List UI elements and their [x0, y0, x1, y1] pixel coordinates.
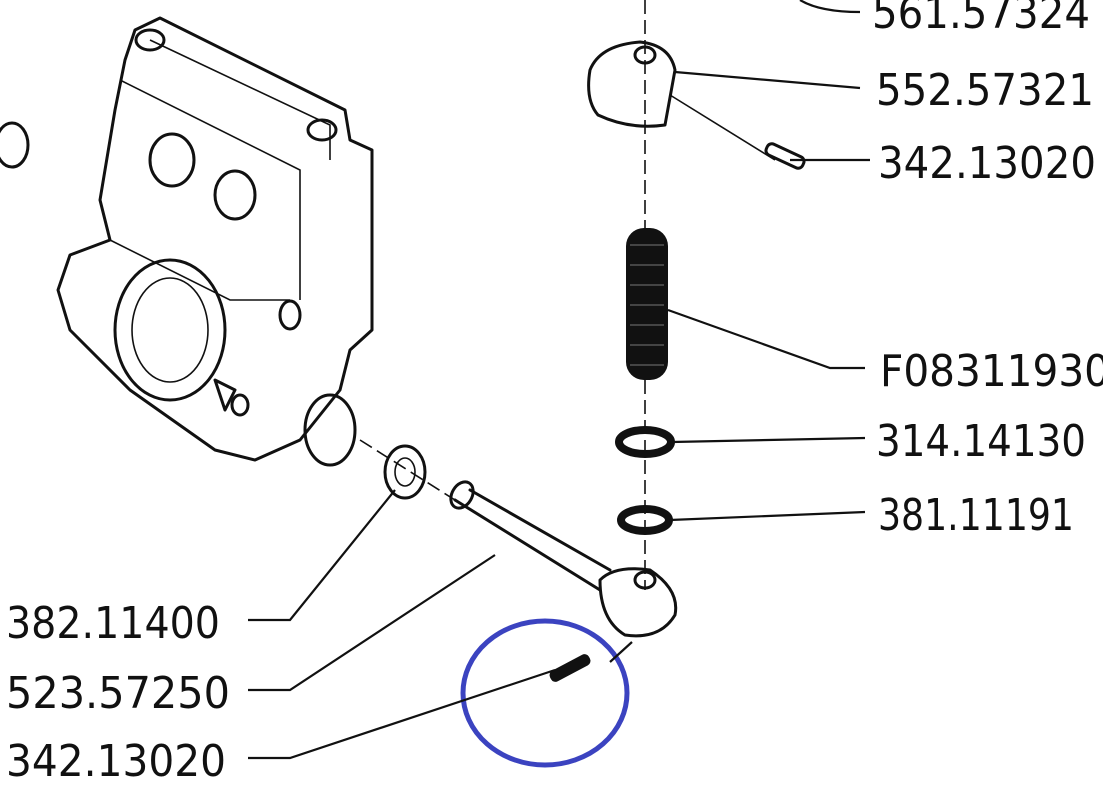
- part-label: F08311930: [880, 346, 1103, 397]
- housing-body: [56, 16, 374, 467]
- part-label: 561.57324: [872, 0, 1090, 39]
- pin-top: [764, 142, 806, 170]
- shaft-523: [449, 480, 678, 638]
- washer-381: [617, 505, 673, 535]
- seal-382: [383, 444, 427, 500]
- part-label-highlighted: 342.13020: [6, 736, 226, 787]
- part-label: 382.11400: [6, 598, 220, 649]
- highlight-circle: [460, 618, 630, 768]
- pin-bottom: [549, 654, 591, 682]
- part-label: 552.57321: [876, 65, 1094, 116]
- part-label: 342.13020: [878, 138, 1096, 189]
- knob-part: [587, 40, 677, 128]
- part-label: 523.57250: [6, 668, 230, 719]
- shaft-axis: [359, 439, 456, 501]
- spring-part: [626, 228, 668, 380]
- part-label: 381.11191: [878, 490, 1074, 541]
- part-label: 314.14130: [876, 416, 1086, 467]
- left-fitting: [0, 121, 30, 169]
- washer-314: [615, 426, 675, 458]
